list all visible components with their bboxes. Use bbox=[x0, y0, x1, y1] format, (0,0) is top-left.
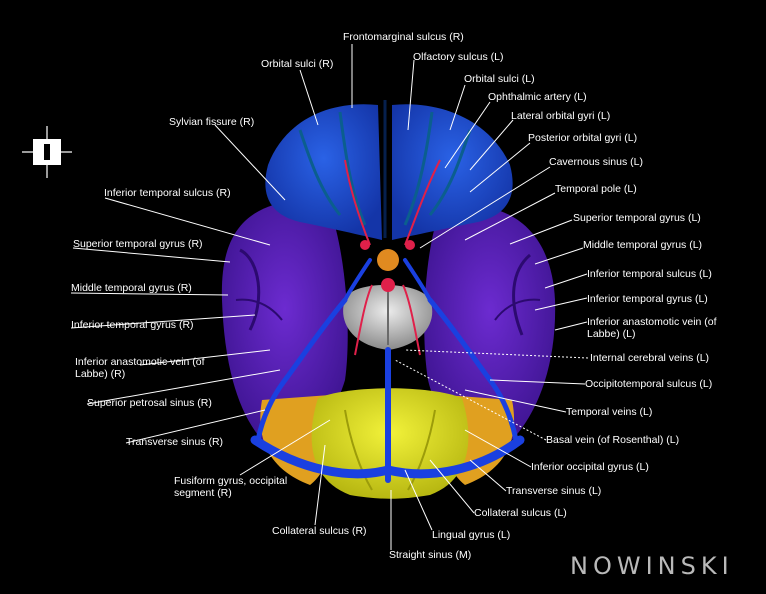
label-middle-temporal-gyrus-r: Middle temporal gyrus (R) bbox=[71, 282, 192, 294]
label-transverse-sinus-r: Transverse sinus (R) bbox=[126, 436, 224, 448]
label-lingual-gyrus-l: Lingual gyrus (L) bbox=[432, 529, 511, 541]
label-collateral-sulcus-r: Collateral sulcus (R) bbox=[272, 525, 367, 537]
venous-system bbox=[250, 258, 525, 483]
label-internal-cerebral-veins-l: Internal cerebral veins (L) bbox=[590, 352, 710, 364]
label-transverse-sinus-l: Transverse sinus (L) bbox=[506, 485, 602, 497]
label-straight-sinus-m: Straight sinus (M) bbox=[389, 549, 472, 561]
label-olfactory-sulcus-l: Olfactory sulcus (L) bbox=[413, 51, 504, 63]
label-inferior-anastomotic-vein-r: Inferior anastomotic vein (of Labbe) (R) bbox=[75, 356, 205, 380]
label-inferior-temporal-gyrus-l: Inferior temporal gyrus (L) bbox=[587, 293, 708, 305]
label-basal-vein-l: Basal vein (of Rosenthal) (L) bbox=[546, 434, 680, 446]
frontal-lobe-left bbox=[392, 104, 513, 240]
label-superior-petrosal-sinus-r: Superior petrosal sinus (R) bbox=[87, 397, 212, 409]
temporal-lobe-right bbox=[221, 200, 348, 442]
arterial-system bbox=[344, 159, 441, 356]
label-collateral-sulcus-l: Collateral sulcus (L) bbox=[474, 507, 567, 519]
label-temporal-pole-l: Temporal pole (L) bbox=[555, 183, 637, 195]
label-middle-temporal-gyrus-l: Middle temporal gyrus (L) bbox=[583, 239, 703, 251]
label-inferior-anastomotic-vein-l: Inferior anastomotic vein (of Labbe) (L) bbox=[587, 316, 717, 340]
label-inferior-temporal-gyrus-r: Inferior temporal gyrus (R) bbox=[71, 319, 194, 331]
label-superior-temporal-gyrus-r: Superior temporal gyrus (R) bbox=[73, 238, 203, 250]
label-ophthalmic-artery-l: Ophthalmic artery (L) bbox=[488, 91, 587, 103]
label-inferior-occipital-gyrus-l: Inferior occipital gyrus (L) bbox=[531, 461, 649, 473]
orientation-cross-icon bbox=[22, 126, 72, 178]
label-cavernous-sinus-l: Cavernous sinus (L) bbox=[549, 156, 643, 168]
label-frontomarginal-sulcus-r: Frontomarginal sulcus (R) bbox=[343, 31, 464, 43]
label-lateral-orbital-gyri-l: Lateral orbital gyri (L) bbox=[511, 110, 611, 122]
label-posterior-orbital-gyri-l: Posterior orbital gyri (L) bbox=[528, 132, 638, 144]
optic-chiasm-region bbox=[377, 249, 399, 271]
label-temporal-veins-l: Temporal veins (L) bbox=[566, 406, 653, 418]
brand-text: NOWINSKI bbox=[570, 552, 734, 580]
label-inferior-temporal-sulcus-l: Inferior temporal sulcus (L) bbox=[587, 268, 712, 280]
frontal-lobe-right bbox=[265, 104, 382, 240]
leader-lines bbox=[70, 44, 589, 550]
label-superior-temporal-gyrus-l: Superior temporal gyrus (L) bbox=[573, 212, 701, 224]
label-orbital-sulci-l: Orbital sulci (L) bbox=[464, 73, 535, 85]
label-orbital-sulci-r: Orbital sulci (R) bbox=[261, 58, 334, 70]
nowinski-logo: NOWINSKI bbox=[570, 552, 750, 584]
label-inferior-temporal-sulcus-r: Inferior temporal sulcus (R) bbox=[104, 187, 231, 199]
label-occipitotemporal-sulcus-l: Occipitotemporal sulcus (L) bbox=[585, 378, 713, 390]
label-fusiform-gyrus-r: Fusiform gyrus, occipital segment (R) bbox=[174, 475, 288, 499]
label-sylvian-fissure-r: Sylvian fissure (R) bbox=[169, 116, 255, 128]
